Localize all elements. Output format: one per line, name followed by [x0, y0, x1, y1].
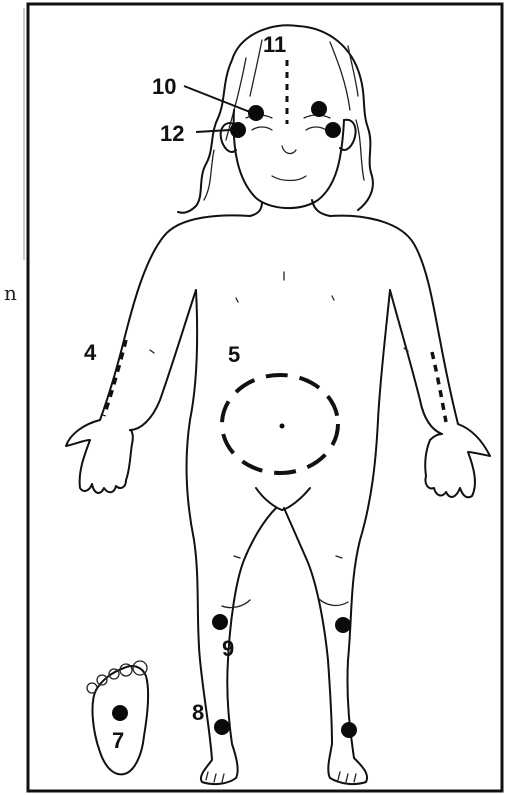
eyes	[252, 127, 326, 130]
leader-line-10	[184, 86, 250, 112]
point-8-left	[214, 719, 230, 735]
label-4: 4	[84, 340, 97, 365]
left-hand	[66, 420, 133, 493]
navel	[280, 424, 285, 429]
point-12-left	[230, 122, 246, 138]
hair-strands	[204, 40, 364, 200]
point-9-left	[212, 614, 228, 630]
point-10-right	[311, 101, 327, 117]
point-8-right	[341, 722, 357, 738]
label-10: 10	[152, 74, 176, 99]
point-10-left	[248, 105, 264, 121]
left-forearm-dash	[104, 340, 126, 416]
groin	[256, 488, 310, 510]
nose	[282, 146, 296, 153]
stray-letter: n	[4, 281, 17, 305]
right-hip-leg	[284, 290, 390, 784]
abdomen-dash-circle	[222, 375, 338, 473]
label-8: 8	[192, 700, 204, 725]
point-12-right	[325, 122, 341, 138]
point-7-sole	[112, 705, 128, 721]
knee-lines	[222, 598, 348, 608]
right-hand	[425, 424, 490, 497]
leader-line-12	[196, 130, 230, 132]
label-9: 9	[222, 636, 234, 661]
mouth	[272, 176, 306, 181]
diagram-frame	[28, 4, 502, 791]
label-7: 7	[112, 728, 124, 753]
torso-left	[100, 215, 250, 420]
label-12: 12	[160, 121, 184, 146]
point-9-right	[335, 617, 351, 633]
label-5: 5	[228, 342, 240, 367]
inner-arm-left	[130, 290, 196, 430]
child-figure	[66, 25, 490, 784]
label-11: 11	[263, 32, 286, 57]
